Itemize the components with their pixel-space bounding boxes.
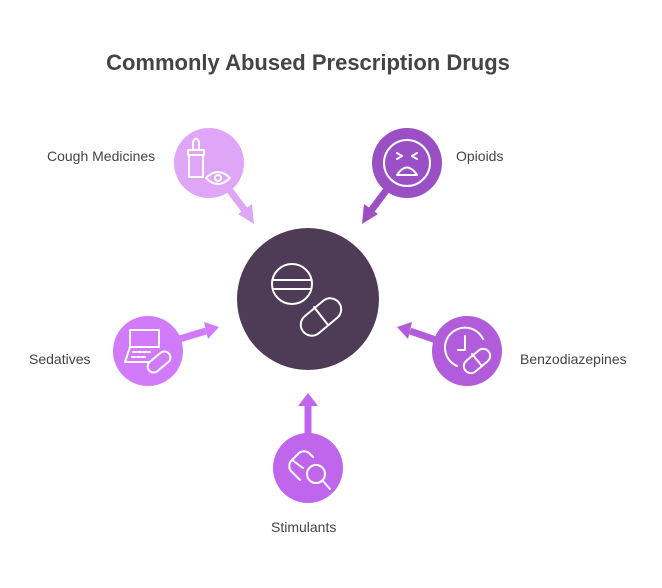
arrow-cough xyxy=(225,185,254,224)
label-benzodiazepines: Benzodiazepines xyxy=(520,351,627,367)
node-stimulants xyxy=(273,433,343,503)
pill-search-icon xyxy=(288,450,331,490)
node-cough-medicines xyxy=(174,128,244,198)
label-sedatives: Sedatives xyxy=(29,351,91,367)
arrow-opioids xyxy=(362,185,391,224)
node-benzodiazepines xyxy=(432,316,502,386)
clock-pill-icon xyxy=(444,326,492,375)
page-title: Commonly Abused Prescription Drugs xyxy=(106,50,510,75)
eye-drops-icon xyxy=(187,137,231,185)
node-sedatives xyxy=(113,316,183,386)
arrow-sedatives xyxy=(174,322,219,344)
pills-icon xyxy=(271,263,343,337)
arrow-benzo xyxy=(397,322,438,344)
center-node xyxy=(237,228,379,370)
node-opioids xyxy=(372,128,442,198)
arrow-stimulants xyxy=(298,393,318,436)
distressed-face-icon xyxy=(383,139,431,187)
label-opioids: Opioids xyxy=(456,148,504,164)
label-stimulants: Stimulants xyxy=(271,519,337,535)
label-cough-medicines: Cough Medicines xyxy=(47,148,156,164)
laptop-pill-icon xyxy=(124,329,172,374)
